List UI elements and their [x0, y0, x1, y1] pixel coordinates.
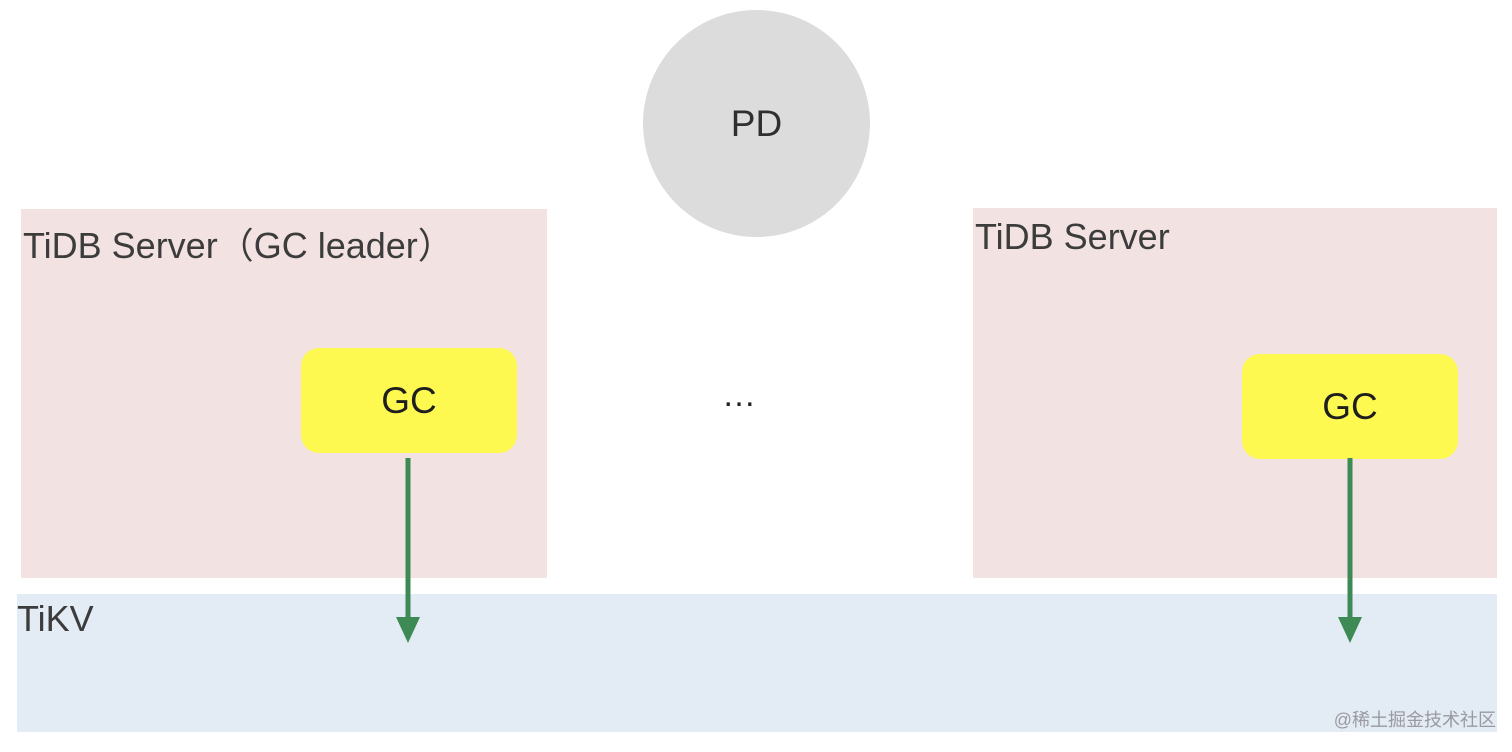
gc-label: GC	[1322, 385, 1378, 427]
pd-node: PD	[643, 10, 870, 237]
watermark: @稀土掘金技术社区	[1333, 710, 1496, 730]
tidb-server-gc-leader: TiDB Server（GC leader） GC	[21, 209, 547, 578]
gc-worker: GC	[1242, 354, 1458, 459]
tikv-layer: TiKV	[17, 594, 1497, 732]
more-servers-ellipsis: …	[722, 376, 758, 414]
server-title: TiDB Server（GC leader）	[23, 225, 454, 266]
gc-worker: GC	[301, 348, 517, 453]
server-title: TiDB Server	[975, 216, 1170, 257]
pd-label: PD	[730, 102, 783, 144]
gc-label: GC	[381, 379, 437, 421]
tidb-server: TiDB Server GC	[973, 208, 1497, 578]
tikv-label: TiKV	[17, 598, 94, 639]
